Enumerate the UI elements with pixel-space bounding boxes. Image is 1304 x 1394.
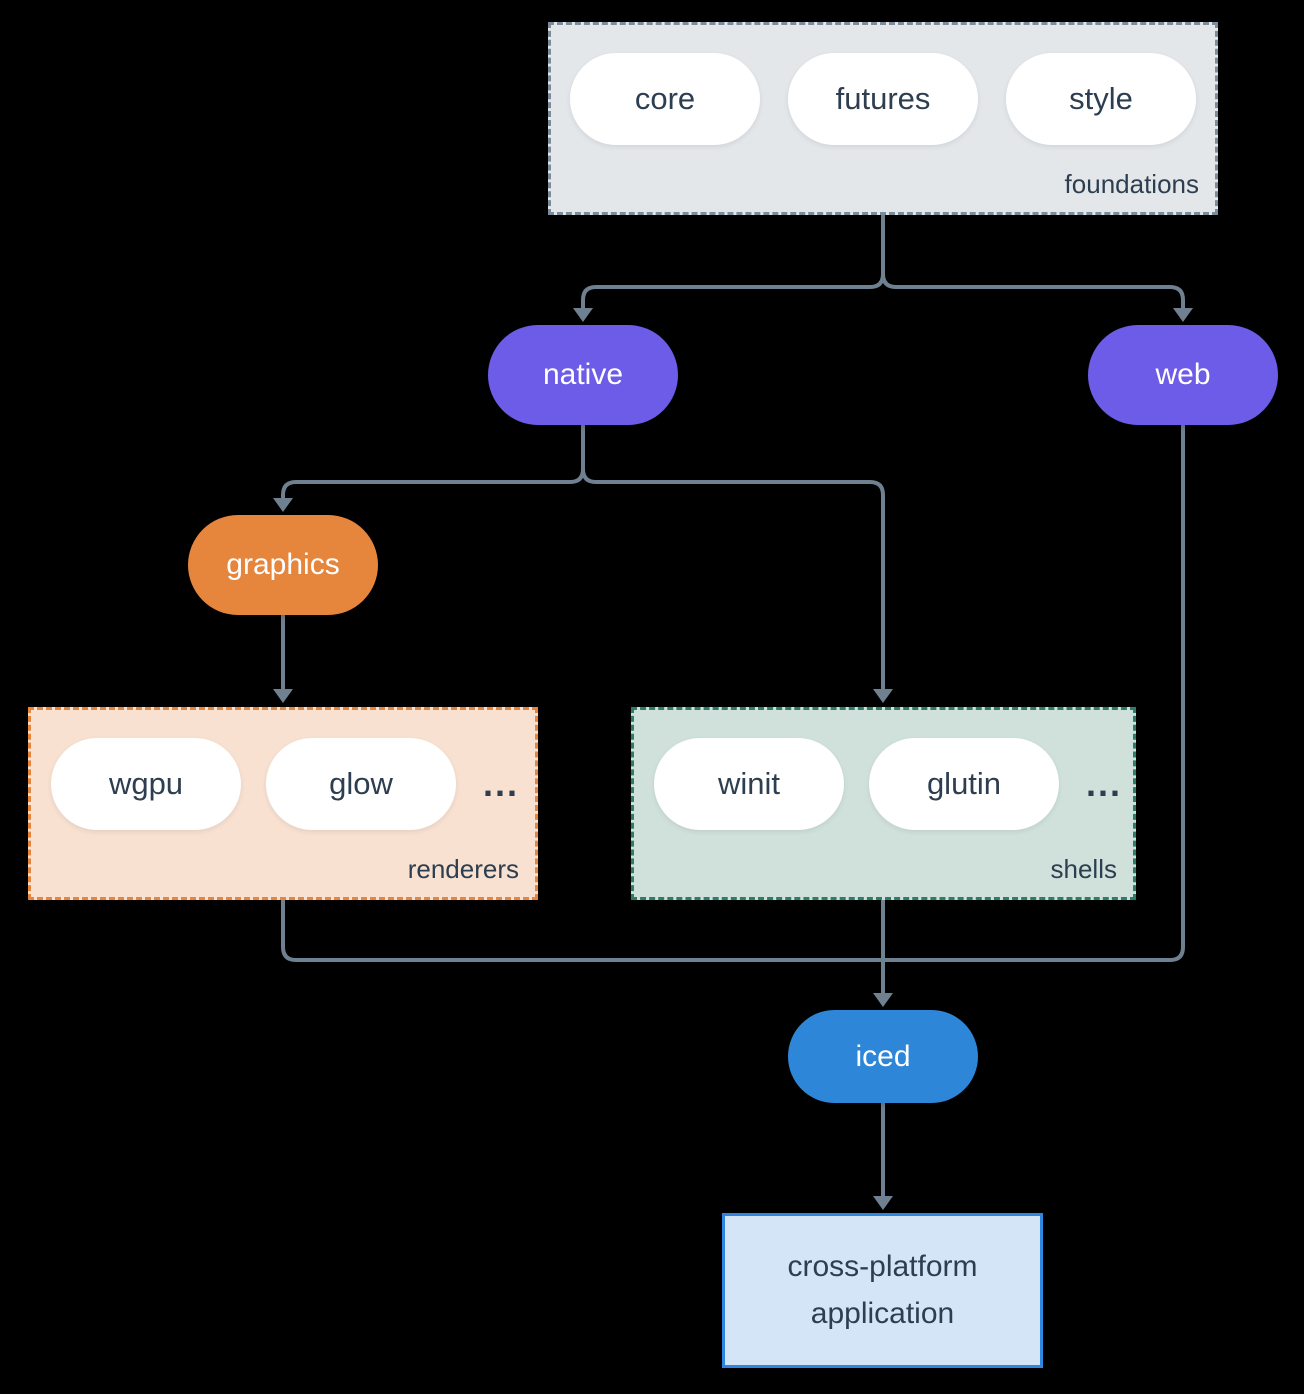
shells-group: winit glutin ... shells (631, 707, 1136, 900)
renderers-label: renderers (407, 854, 519, 884)
foundations-pill-row: core futures style (551, 25, 1215, 145)
pill-wgpu: wgpu (51, 738, 241, 830)
edge-native-shells (581, 425, 885, 691)
arrowhead-iced (873, 993, 893, 1007)
edge-web-iced (883, 425, 1185, 962)
shells-ellipsis: ... (1086, 763, 1123, 804)
node-native: native (488, 325, 678, 425)
arrowhead-application (873, 1196, 893, 1210)
pill-futures: futures (788, 53, 978, 145)
node-iced: iced (788, 1010, 978, 1103)
arrowhead-graphics (273, 498, 293, 512)
renderers-ellipsis: ... (483, 763, 520, 804)
renderers-group: wgpu glow ... renderers (28, 707, 538, 900)
arrowhead-web (1173, 308, 1193, 322)
arrowhead-native (573, 308, 593, 322)
pill-style: style (1006, 53, 1196, 145)
arrowhead-shells (873, 689, 893, 703)
foundations-group: core futures style foundations (548, 22, 1218, 215)
edge-native-graphics (281, 425, 585, 500)
renderers-pill-row: wgpu glow ... (31, 710, 535, 830)
node-graphics: graphics (188, 515, 378, 615)
pill-core: core (570, 53, 760, 145)
shells-pill-row: winit glutin ... (634, 710, 1133, 830)
edge-foundations-web (881, 215, 1185, 310)
arrowhead-renderers (273, 689, 293, 703)
application-box: cross-platform application (722, 1213, 1043, 1368)
node-web: web (1088, 325, 1278, 425)
pill-winit: winit (654, 738, 844, 830)
foundations-label: foundations (1064, 169, 1199, 199)
pill-glutin: glutin (869, 738, 1059, 830)
shells-label: shells (1050, 854, 1117, 884)
pill-glow: glow (266, 738, 456, 830)
edge-renderers-iced (281, 900, 883, 962)
edge-foundations-native (581, 215, 885, 310)
